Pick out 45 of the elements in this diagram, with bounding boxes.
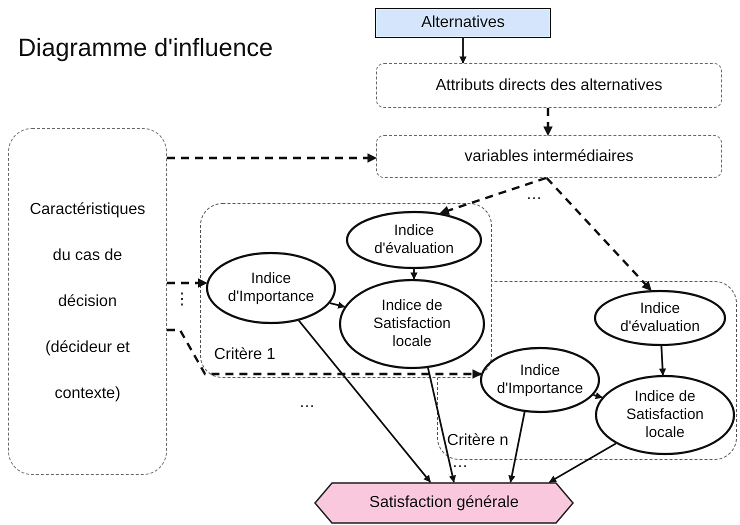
dashed-arrow — [439, 176, 546, 216]
arrow — [427, 368, 456, 483]
panel-label: Critère 1 — [214, 345, 276, 364]
dashed-box — [376, 63, 722, 108]
arrow — [330, 302, 346, 309]
node-label: variables intermédiaires — [464, 146, 634, 166]
hexagon-node — [314, 482, 574, 524]
ellipsis-mark: ⋮ — [174, 290, 190, 309]
node-label: Indice d'Importance — [226, 270, 316, 306]
input-box — [375, 8, 551, 38]
ellipse-node — [480, 347, 600, 413]
arrow — [298, 320, 431, 483]
ellipse-node — [594, 290, 726, 346]
criterion-panel — [200, 203, 492, 378]
arrow — [459, 38, 467, 64]
node-label: Indice de Satisfaction locale — [625, 388, 705, 442]
node-label: Indice d'évaluation — [619, 300, 701, 336]
dashed-arrow — [546, 177, 652, 292]
arrow — [658, 346, 666, 376]
dashed-box — [376, 135, 722, 178]
node-label: Indice d'Importance — [496, 362, 584, 398]
panel-label: Critère n — [447, 431, 508, 450]
dashed-arrow — [167, 328, 482, 379]
dashed-arrow — [167, 153, 377, 163]
dashed-arrow — [167, 278, 208, 288]
node-label: Indice d'évaluation — [373, 222, 455, 258]
arrow — [410, 269, 418, 280]
node-label: Alternatives — [421, 13, 505, 33]
dashed-box — [8, 128, 167, 475]
arrow — [548, 442, 616, 483]
ellipsis-mark: … — [526, 186, 542, 204]
dashed-arrow — [543, 108, 553, 136]
arrow — [593, 392, 603, 400]
node-label: Satisfaction générale — [369, 493, 519, 513]
ellipse-node — [339, 279, 485, 369]
ellipse-node — [595, 375, 735, 455]
ellipsis-mark: … — [452, 454, 468, 472]
node-label: Attributs directs des alternatives — [436, 76, 662, 96]
node-label: Caractéristiques du cas de décision (décideur et contexte) — [28, 200, 146, 404]
arrow — [508, 412, 526, 483]
ellipse-node — [346, 211, 482, 269]
diagram-title: Diagramme d'influence — [18, 34, 273, 63]
ellipsis-mark: … — [299, 394, 315, 412]
ellipse-node — [206, 252, 336, 324]
node-label: Indice de Satisfaction locale — [372, 297, 452, 351]
